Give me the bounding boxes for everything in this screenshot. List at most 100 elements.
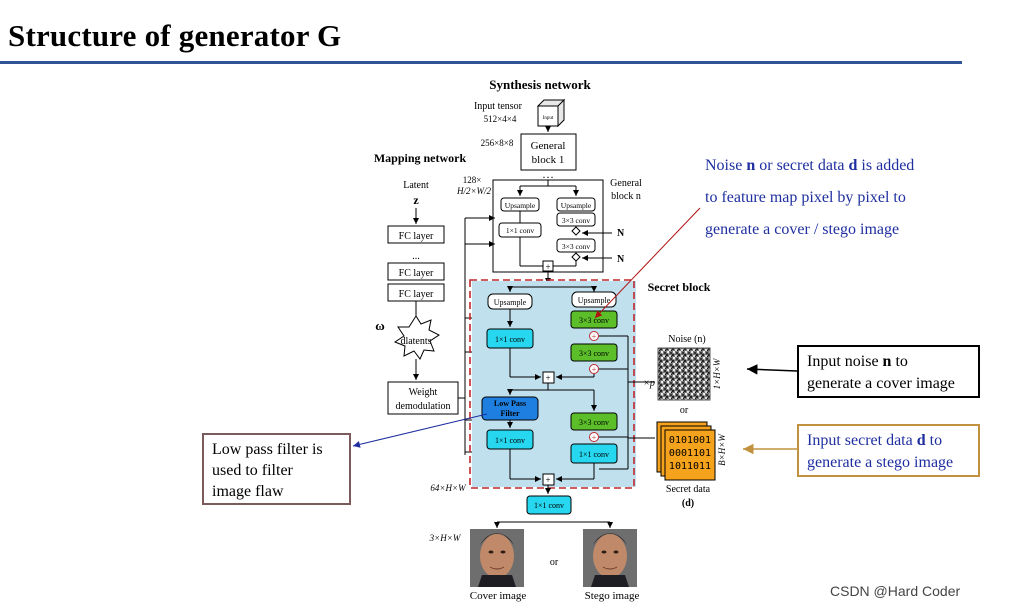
general-block-1-line2: block 1 <box>532 154 565 166</box>
noise-image <box>657 347 711 401</box>
cover-face-image <box>470 529 524 587</box>
input-cube-icon: Input <box>536 98 566 128</box>
input-noise-callout-line1: Input noise n to <box>807 353 908 370</box>
plus-sb-1: + <box>545 373 550 383</box>
conv3-green-3-label: 3×3 conv <box>579 418 609 427</box>
upsample-box-right <box>571 291 617 308</box>
weight-demod-line2: demodulation <box>396 401 451 412</box>
weight-demod-box <box>387 381 459 415</box>
dlatents-star <box>393 315 440 360</box>
fc-layer-3-label: FC layer <box>399 289 434 300</box>
noise-added-note: Noise n or secret data d is added to fea… <box>705 150 965 246</box>
mapping-title: Mapping network <box>374 151 467 165</box>
conv3-label-n-2: 3×3 conv <box>562 242 590 251</box>
title-rule <box>0 61 962 64</box>
general-block-1-line1: General <box>531 140 566 152</box>
noise-N-2: N <box>617 254 625 265</box>
fc-layer-1-label: FC layer <box>399 231 434 242</box>
low-pass-callout-line2: used to filter <box>212 462 293 479</box>
dim-3-label: 3×H×W <box>429 533 462 543</box>
fc-layer-2 <box>387 262 445 281</box>
plus-red-3: + <box>592 433 597 442</box>
omega-symbol: ω <box>375 318 385 333</box>
upsample-box-n-right <box>556 197 596 212</box>
times-p-label: ×p <box>643 378 655 389</box>
secret-block <box>469 279 635 489</box>
dim-64-label: 64×H×W <box>430 483 467 493</box>
input-noise-callout: Input noise n to generate a cover image <box>797 345 980 398</box>
secret-data-label: Secret data <box>666 484 711 495</box>
input-secret-callout-line1: Input secret data d to <box>807 432 943 449</box>
input-noise-callout-line2: generate a cover image <box>807 375 955 392</box>
weight-demod-line1: Weight <box>409 387 438 398</box>
secret-bits-3: 1011011 <box>669 461 711 472</box>
conv3-box-n-1 <box>556 212 596 227</box>
conv1-cyan-3-label: 1×1 conv <box>579 450 609 459</box>
plus-sb-2: + <box>545 475 550 485</box>
general-block-n: Upsample Upsample 3×3 conv 1×1 conv 3×3 … <box>492 179 612 273</box>
latent-z: z <box>413 193 419 207</box>
general-block-n-line1: General <box>610 178 642 189</box>
conv3-green-2-label: 3×3 conv <box>579 349 609 358</box>
input-secret-callout: Input secret data d to generate a stego … <box>797 424 980 477</box>
conv3-box-n-2 <box>556 238 596 253</box>
low-pass-line1: Low Pass <box>494 399 526 408</box>
secret-data-symbol: (d) <box>682 498 694 509</box>
noise-added-note-line2: to feature map pixel by pixel to <box>705 189 906 206</box>
conv3-green-1 <box>570 310 618 329</box>
noise-dim-label: 1×H×W <box>712 357 722 389</box>
noise-label: Noise (n) <box>668 334 706 345</box>
upsample-label-right: Upsample <box>578 296 611 305</box>
secret-data-stack <box>656 421 716 481</box>
secret-dim-label: B×H×W <box>717 433 727 466</box>
general-block-1 <box>520 133 577 171</box>
conv1-cyan-1-label: 1×1 conv <box>495 335 525 344</box>
noise-added-note-line1: Noise n or secret data d is added <box>705 157 915 174</box>
black-callout-arrow <box>746 364 798 375</box>
conv3-green-3 <box>570 412 618 431</box>
dim-128-label-1: 128× <box>463 175 482 185</box>
input-dim-label: 512×4×4 <box>484 114 517 124</box>
dim-128-label-2: H/2×W/2 <box>456 186 492 196</box>
plus-n: + <box>545 262 550 272</box>
conv3-label-n-1: 3×3 conv <box>562 216 590 225</box>
conv3-green-2 <box>570 343 618 362</box>
upsample-label-n-right: Upsample <box>561 201 592 210</box>
input-tensor-label: Input tensor <box>474 101 523 112</box>
conv1-output-label: 1×1 conv <box>534 501 564 510</box>
secret-block-label: Secret block <box>648 280 711 294</box>
red-callout-arrow <box>594 207 701 319</box>
blue-callout-arrow <box>352 413 488 448</box>
conv3-green-1-label: 3×3 conv <box>579 316 609 325</box>
dim-256-label: 256×8×8 <box>481 138 514 148</box>
slide-title: Structure of generator G <box>8 18 342 53</box>
noise-added-note-line3: generate a cover / stego image <box>705 221 900 238</box>
latent-label: Latent <box>403 180 429 191</box>
fc-layer-2-label: FC layer <box>399 268 434 279</box>
upsample-label-n-left: Upsample <box>505 201 536 210</box>
or-label-inputs: or <box>680 405 689 416</box>
low-pass-line2: Filter <box>500 409 520 418</box>
synthesis-title: Synthesis network <box>489 77 591 92</box>
conv1-label-n: 1×1 conv <box>506 226 534 235</box>
upsample-label-left: Upsample <box>494 298 527 307</box>
low-pass-callout: Low pass filter is used to filter image … <box>202 433 351 505</box>
input-cube-label: Input <box>543 116 554 121</box>
plus-red-2: + <box>592 365 597 374</box>
fc-layer-1 <box>387 225 445 244</box>
secret-bits-2: 0001101 <box>669 448 711 459</box>
vertical-dots: ... <box>412 251 420 262</box>
or-label-faces: or <box>550 557 559 568</box>
stego-face-image <box>583 529 637 587</box>
stego-image-label: Stego image <box>585 590 640 602</box>
ellipsis-dots: … <box>542 167 554 181</box>
low-pass-callout-line3: image flaw <box>212 483 284 500</box>
cover-image-label: Cover image <box>470 590 527 602</box>
secret-bits-1: 0101001 <box>669 435 711 446</box>
low-pass-callout-line1: Low pass filter is <box>212 441 323 458</box>
conv1-cyan-2-label: 1×1 conv <box>495 436 525 445</box>
plus-red-1: + <box>592 332 597 341</box>
watermark: CSDN @Hard Coder <box>830 583 961 599</box>
input-secret-callout-line2: generate a stego image <box>807 454 954 471</box>
